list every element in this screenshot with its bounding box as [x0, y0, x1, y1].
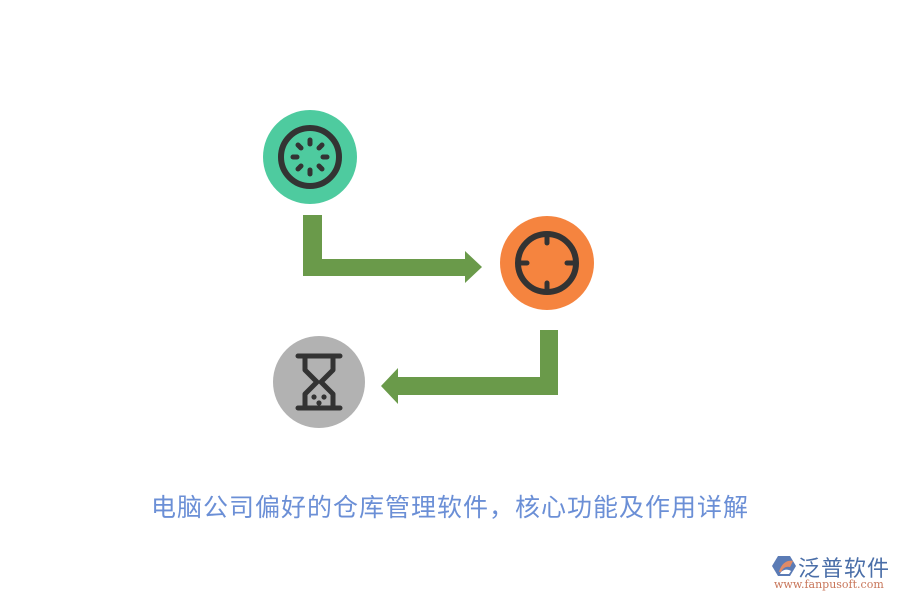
diagram-title: 电脑公司偏好的仓库管理软件，核心功能及作用详解	[150, 493, 749, 522]
hourglass-icon	[295, 353, 343, 411]
loading-spinner-icon	[278, 125, 342, 189]
brand-name: 泛普软件	[798, 557, 891, 582]
arrow-start-to-target	[303, 215, 482, 283]
node-waiting	[273, 336, 365, 428]
arrow-target-to-waiting	[381, 330, 558, 404]
node-target	[500, 216, 594, 310]
brand-url[interactable]: www.fanpusoft.com	[774, 578, 884, 591]
crosshair-target-icon	[515, 231, 579, 295]
node-start	[263, 110, 357, 204]
brand-logo[interactable]: 泛普软件 www.fanpusoft.com	[766, 551, 896, 596]
brand-mark-icon	[772, 556, 796, 576]
